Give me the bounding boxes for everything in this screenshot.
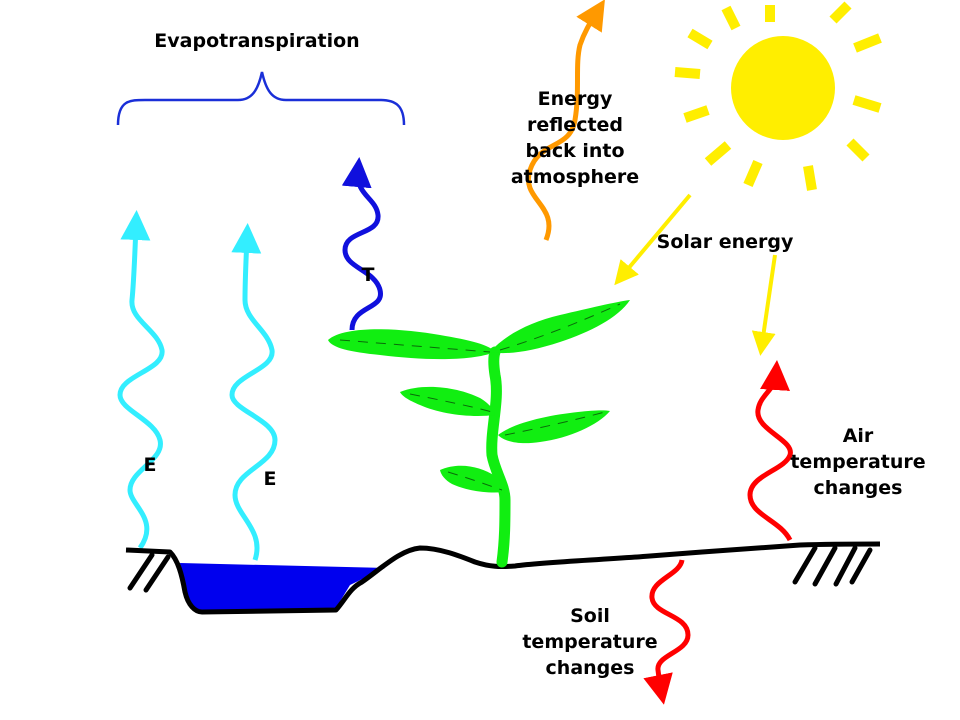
air-temperature-line-2: temperature (790, 451, 926, 473)
energy-reflected-line-2: reflected (526, 114, 624, 136)
energy-reflected-label: Energy reflected back into atmosphere (495, 86, 655, 190)
plant-leaf-top-left (328, 329, 495, 360)
evapotranspiration-label: Evapotranspiration (154, 30, 360, 52)
solar-arrow-right (751, 254, 777, 356)
ground-hatching-left (127, 552, 171, 593)
transpiration-marker: T (361, 264, 375, 286)
reflected-energy-arrow (525, 0, 605, 241)
energy-reflected-line-1: Energy (537, 88, 613, 110)
water-pond (180, 563, 385, 612)
soil-temperature-line-1: Soil (570, 605, 610, 627)
ground-line (125, 541, 881, 615)
soil-temperature-line-3: changes (545, 657, 635, 679)
solar-energy-label: Solar energy (656, 231, 794, 253)
evaporation-arrow-2 (229, 223, 278, 561)
plant-stem (486, 346, 511, 568)
ground-hatching-right (792, 545, 873, 587)
plant-leaf-middle-right (498, 410, 610, 444)
evaporation-arrow-1 (117, 210, 165, 550)
plant-icon (328, 300, 630, 568)
soil-temperature-arrow (643, 559, 691, 705)
air-temperature-line-1: Air (842, 425, 874, 447)
evaporation-marker-1: E (143, 454, 157, 476)
plant-leaf-top-right (490, 300, 630, 354)
air-temperature-arrow (747, 360, 793, 542)
solar-energy-arrows (614, 193, 777, 356)
air-temperature-line-3: changes (813, 477, 903, 499)
evapotranspiration-brace (116, 71, 406, 126)
energy-reflected-line-3: back into (525, 140, 625, 162)
energy-reflected-line-4: atmosphere (510, 166, 640, 188)
evaporation-marker-2: E (263, 468, 277, 490)
solar-arrow-left (614, 193, 692, 286)
transpiration-arrow (341, 157, 383, 331)
soil-temperature-line-2: temperature (522, 631, 658, 653)
soil-temperature-label: Soil temperature changes (510, 603, 670, 681)
sun-icon (674, 1, 882, 191)
air-temperature-label: Air temperature changes (778, 423, 938, 501)
